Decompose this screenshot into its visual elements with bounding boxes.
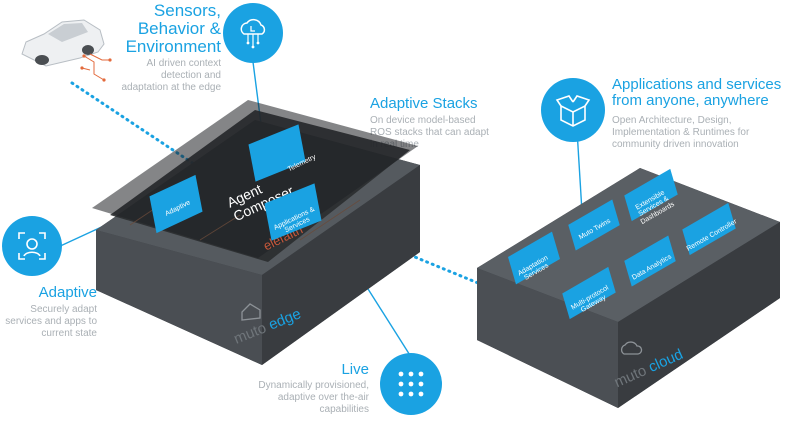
sensors-desc-line: AI driven context bbox=[146, 58, 221, 69]
adaptive-circle bbox=[2, 216, 62, 276]
apps-circle bbox=[541, 78, 605, 142]
adaptive-desc-line: current state bbox=[41, 328, 97, 339]
apps-desc-line: Implementation & Runtimes for bbox=[612, 127, 750, 138]
sensors-desc-line: adaptation at the edge bbox=[121, 82, 221, 93]
dot-grid-icon bbox=[398, 371, 424, 397]
stacks-desc-line: ROS stacks that can adapt bbox=[370, 127, 489, 138]
stacks-desc-line: On device model-based bbox=[370, 115, 476, 126]
face-scan-icon bbox=[18, 232, 46, 260]
sensors-title-line: Behavior & bbox=[137, 19, 221, 39]
live-desc: Dynamically provisioned, adaptive over t… bbox=[258, 380, 369, 416]
live-circle bbox=[380, 353, 442, 415]
circuit-sketch-icon bbox=[80, 53, 112, 82]
open-box-icon bbox=[555, 95, 591, 127]
adaptive-desc-line: Securely adapt bbox=[30, 304, 97, 315]
adaptive-desc: Securely adapt services and apps to curr… bbox=[5, 304, 97, 340]
apps-desc: Open Architecture, Design, Implementatio… bbox=[612, 115, 749, 151]
cloud-icon bbox=[620, 341, 643, 355]
cloud-circuit-icon bbox=[240, 19, 266, 49]
live-desc-line: capabilities bbox=[319, 404, 369, 415]
live-title: Live bbox=[341, 361, 369, 378]
sensors-circle bbox=[223, 3, 283, 63]
adaptive-desc-line: services and apps to bbox=[5, 316, 97, 327]
sensors-title-line: Environment bbox=[125, 37, 221, 57]
apps-desc-line: Open Architecture, Design, bbox=[612, 115, 732, 126]
sensors-desc: AI driven context detection and adaptati… bbox=[121, 58, 221, 94]
sensors-title: Sensors, Behavior & Environment bbox=[125, 1, 221, 57]
sensors-desc-line: detection and bbox=[160, 70, 221, 81]
live-desc-line: adaptive over the-air bbox=[277, 392, 369, 403]
apps-title-line: Applications and services bbox=[612, 76, 782, 93]
sensors-title-line: Sensors, bbox=[153, 1, 221, 20]
apps-title-line: from anyone, anywhere bbox=[612, 91, 769, 109]
live-desc-line: Dynamically provisioned, bbox=[258, 380, 369, 391]
edge-device-icon bbox=[241, 303, 261, 321]
apps-desc-line: community driven innovation bbox=[612, 139, 739, 150]
apps-title: Applications and services from anyone, a… bbox=[612, 77, 781, 109]
stacks-title: Adaptive Stacks bbox=[370, 95, 478, 112]
adaptive-title: Adaptive bbox=[38, 284, 97, 301]
